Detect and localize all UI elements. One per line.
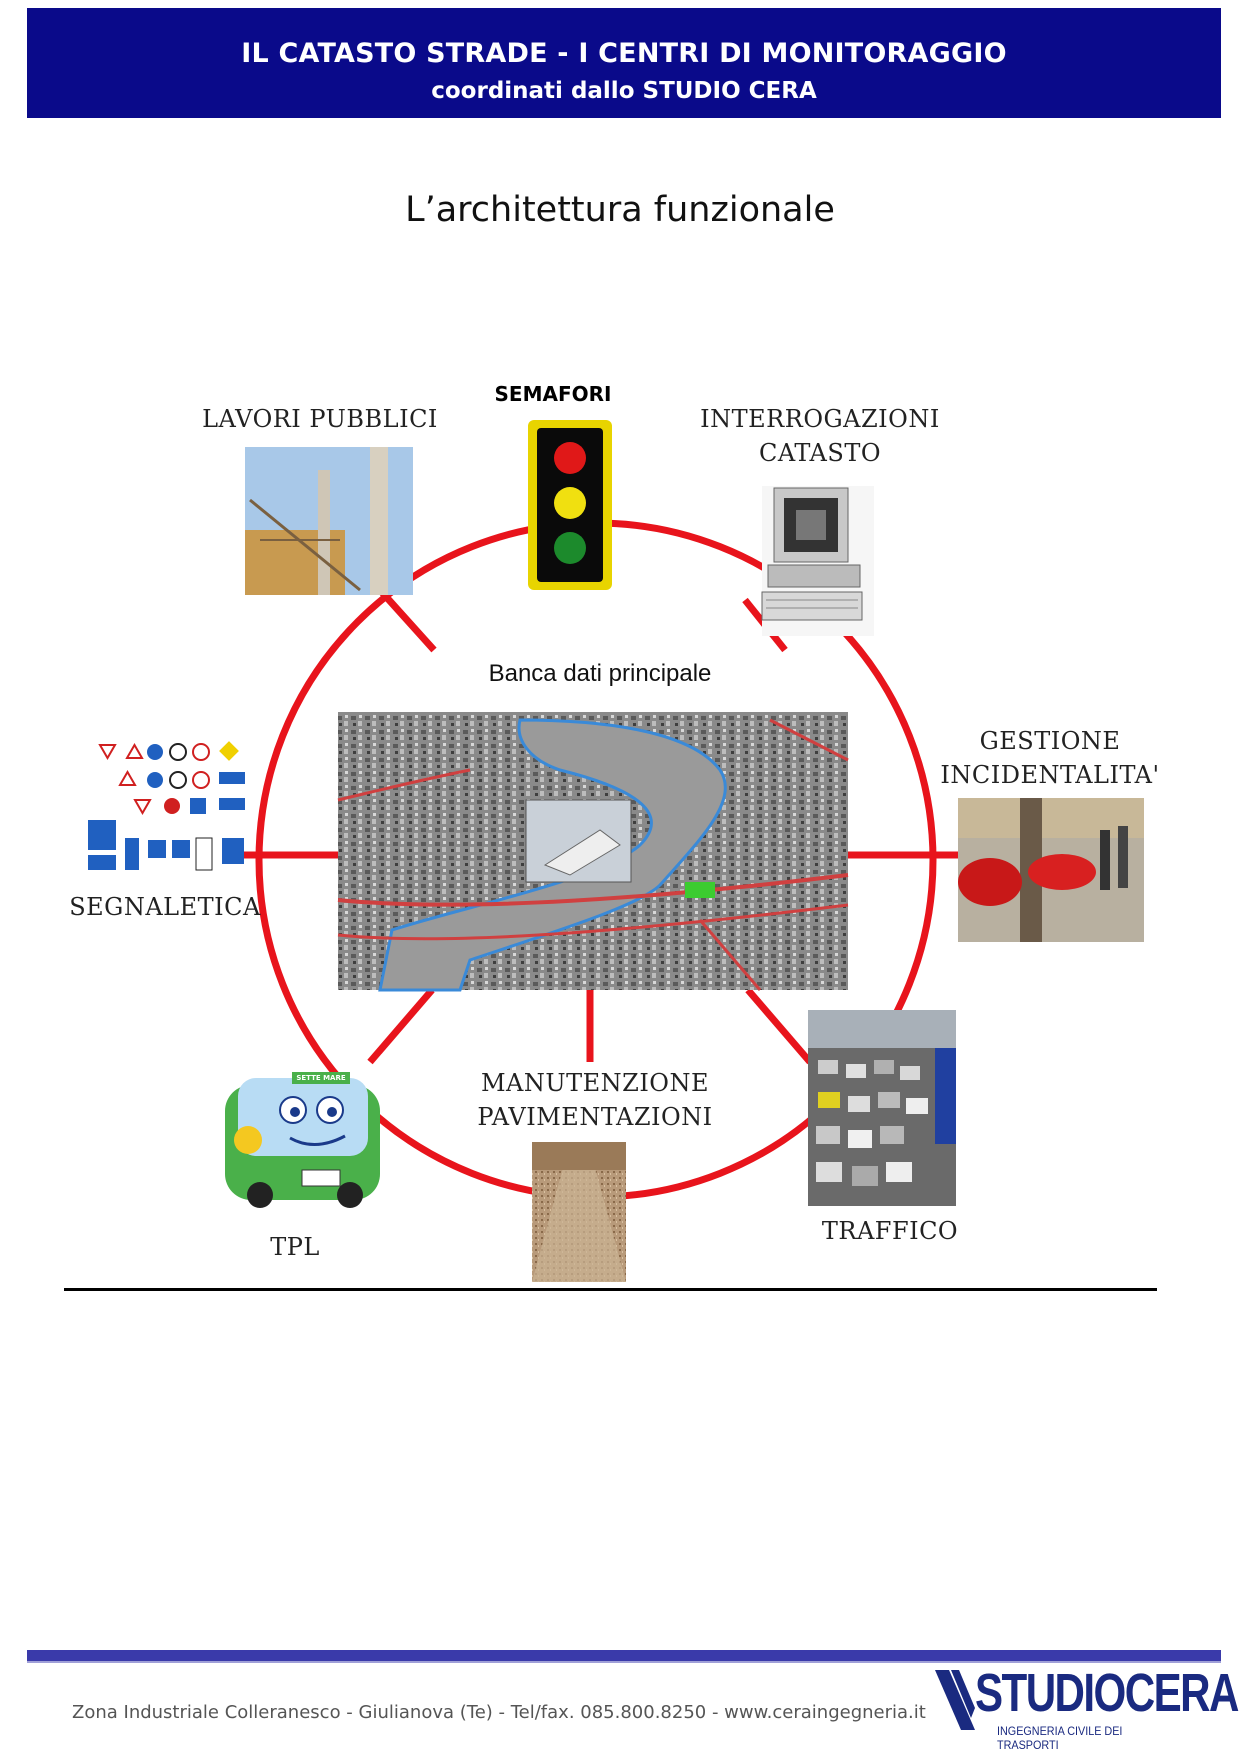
node-traffico-label: TRAFFICO (821, 1217, 959, 1245)
page-title: L’architettura funzionale (405, 190, 835, 230)
computer-icon (761, 486, 874, 636)
traffic-jam-photo (808, 1010, 956, 1206)
spoke-lavori (377, 587, 437, 653)
section-divider (64, 1288, 1157, 1291)
studio-cera-logo: STUDIOCERA INGEGNERIA CIVILE DEI TRASPOR… (935, 1662, 1239, 1752)
accident-photo (958, 798, 1144, 942)
node-gestione-line2: INCIDENTALITA' (940, 761, 1160, 789)
logo-mark-icon (935, 1670, 975, 1730)
pavement-photo (532, 1142, 626, 1282)
spoke-tpl (367, 987, 435, 1065)
header-banner: IL CATASTO STRADE - I CENTRI DI MONITORA… (27, 8, 1221, 118)
node-manutenzione-label: MANUTENZIONE PAVIMENTAZIONI (470, 1066, 720, 1134)
road-signs-icon (86, 738, 245, 874)
header-subtitle: coordinati dallo STUDIO CERA (431, 78, 817, 104)
node-manutenzione-line1: MANUTENZIONE (480, 1069, 709, 1097)
logo-wordmark: STUDIOCERA (975, 1663, 1239, 1723)
node-manutenzione-line2: PAVIMENTAZIONI (477, 1103, 713, 1131)
footer-bar-accent (27, 1661, 1221, 1663)
node-tpl-label: TPL (270, 1233, 320, 1261)
header-title: IL CATASTO STRADE - I CENTRI DI MONITORA… (241, 38, 1007, 69)
bus-icon (225, 1072, 380, 1208)
node-semafori-label: SEMAFORI (494, 382, 612, 406)
spoke-traffico (745, 987, 813, 1065)
node-lavori-pubblici-label: LAVORI PUBBLICI (202, 405, 438, 433)
footer-address: Zona Industriale Colleranesco - Giuliano… (72, 1702, 926, 1723)
traffic-light-icon (528, 420, 612, 590)
node-interrogazioni-line2: CATASTO (758, 439, 882, 467)
node-segnaletica-label: SEGNALETICA (69, 893, 261, 921)
node-gestione-line1: GESTIONE (979, 727, 1121, 755)
node-interrogazioni-line1: INTERROGAZIONI (700, 405, 940, 433)
main-database-map (337, 712, 849, 992)
node-interrogazioni-label: INTERROGAZIONI CATASTO (680, 402, 960, 470)
bus-destination-sign: SETTE MARE (296, 1074, 346, 1082)
node-gestione-label: GESTIONE INCIDENTALITA' (920, 724, 1180, 792)
logo-tagline: INGEGNERIA CIVILE DEI TRASPORTI (997, 1724, 1123, 1752)
main-database-label: Banca dati principale (488, 660, 712, 687)
lavori-pubblici-photo (245, 447, 413, 595)
footer-bar (27, 1650, 1221, 1661)
